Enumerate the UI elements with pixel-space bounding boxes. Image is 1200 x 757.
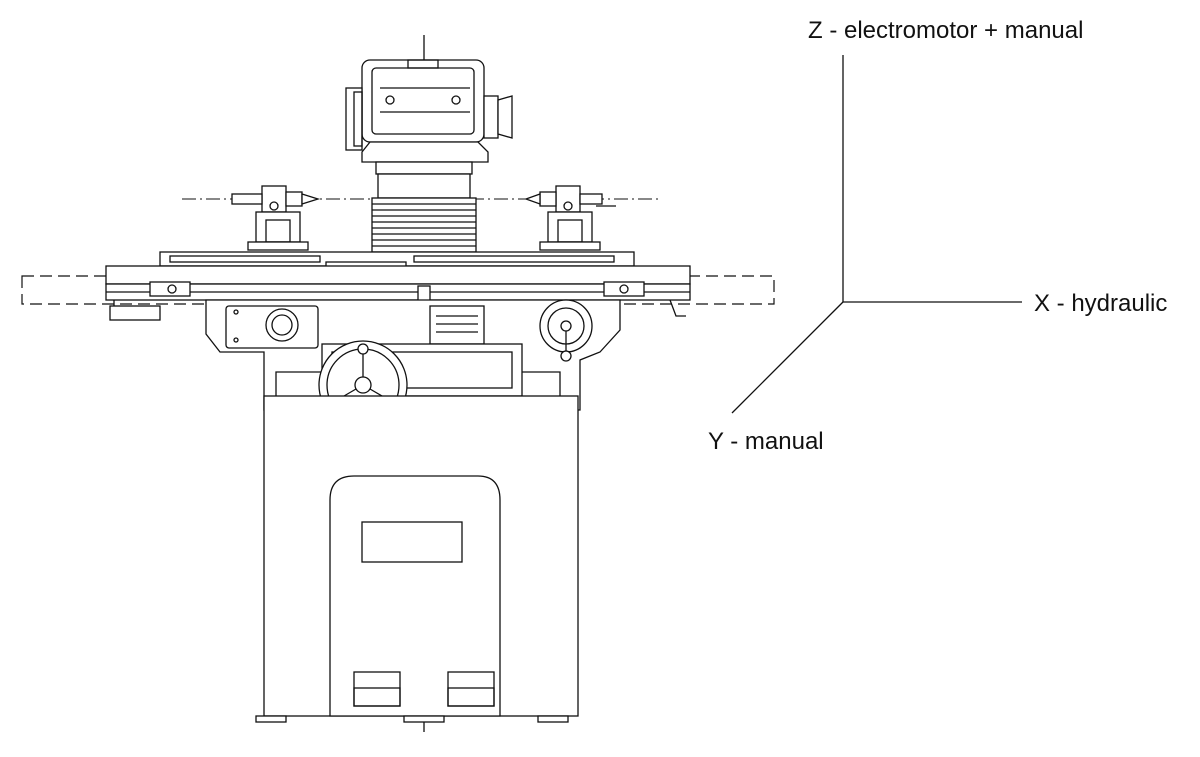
x-axis-label: X - hydraulic xyxy=(1034,290,1168,317)
machine-stand xyxy=(255,395,579,723)
left-tailstock xyxy=(231,185,321,251)
y-axis-line xyxy=(731,301,844,414)
grinding-head xyxy=(345,59,513,175)
coordinate-axes xyxy=(731,55,1022,414)
x-handwheel xyxy=(539,299,593,362)
machine xyxy=(21,35,775,732)
column-bellows xyxy=(371,173,477,253)
work-table xyxy=(105,251,691,327)
right-tailstock xyxy=(524,185,616,251)
z-axis-label: Z - electromotor + manual xyxy=(808,17,1084,44)
y-axis-label: Y - manual xyxy=(708,428,824,455)
